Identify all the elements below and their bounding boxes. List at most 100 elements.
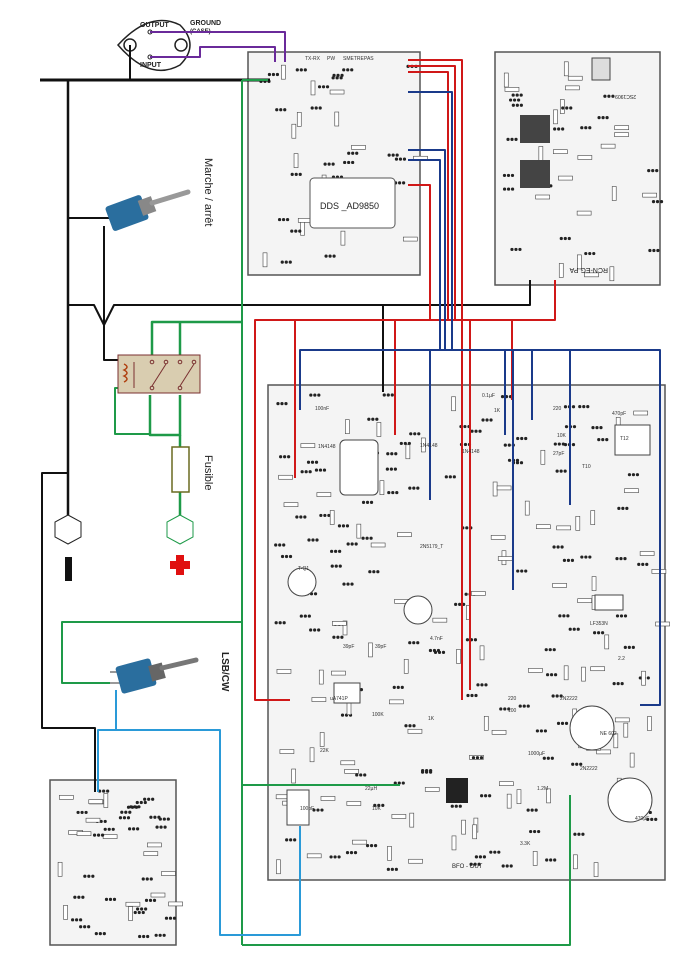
pad xyxy=(550,756,554,760)
pad xyxy=(591,425,595,430)
pad xyxy=(601,631,605,635)
resistor xyxy=(397,532,412,537)
pad xyxy=(77,895,81,899)
pad xyxy=(369,536,373,540)
pad xyxy=(277,217,282,222)
pad xyxy=(87,925,91,929)
hex-terminal-negative-icon[interactable] xyxy=(54,514,82,545)
resistor xyxy=(370,542,386,548)
pad xyxy=(96,833,101,837)
pad xyxy=(274,543,278,547)
pad xyxy=(342,582,346,586)
pad xyxy=(623,614,628,618)
pad xyxy=(555,694,559,698)
pad xyxy=(619,557,623,561)
part-label: 470µF xyxy=(635,816,649,822)
wire-dds-signal xyxy=(408,149,446,350)
pad xyxy=(274,621,278,625)
pad xyxy=(454,602,458,606)
part-label: 2N2222 xyxy=(560,696,578,702)
pad xyxy=(335,76,339,80)
pad xyxy=(295,68,299,72)
power-toggle-switch-icon[interactable] xyxy=(105,189,191,232)
resistor xyxy=(596,749,611,755)
resistor xyxy=(567,75,583,81)
pad xyxy=(478,429,482,433)
part-label: 10K xyxy=(557,433,567,439)
pad xyxy=(474,693,478,698)
pad xyxy=(580,555,584,559)
pad xyxy=(92,833,97,837)
pad xyxy=(102,789,106,793)
resistor xyxy=(483,715,489,731)
pad xyxy=(136,907,140,911)
part-label: 1.2M xyxy=(537,786,548,792)
pad xyxy=(647,169,651,173)
pad xyxy=(584,251,588,256)
pad xyxy=(502,187,507,191)
part-label: 100nF xyxy=(315,406,329,412)
pad xyxy=(394,452,398,456)
resistor xyxy=(540,449,546,465)
resistor xyxy=(535,194,550,200)
pad xyxy=(564,721,569,725)
resistor xyxy=(342,620,348,636)
pad xyxy=(351,151,355,155)
pad xyxy=(464,592,468,596)
hex-terminal-positive-icon[interactable] xyxy=(166,514,194,545)
pad xyxy=(138,934,142,939)
pad xyxy=(407,441,411,446)
pad xyxy=(315,538,319,542)
pad xyxy=(166,817,170,821)
pad xyxy=(648,248,652,253)
resistor xyxy=(451,835,457,851)
pad xyxy=(500,395,505,399)
mode-toggle-switch-icon[interactable] xyxy=(110,657,199,694)
pad xyxy=(556,721,561,725)
pad xyxy=(463,424,467,429)
pad xyxy=(80,810,84,815)
pad xyxy=(573,832,577,836)
pad xyxy=(412,641,416,645)
pad xyxy=(143,800,147,805)
pad xyxy=(620,682,624,686)
pad xyxy=(557,127,561,131)
resistor xyxy=(504,87,520,92)
pad xyxy=(578,405,582,409)
pad xyxy=(122,816,127,820)
pad xyxy=(330,549,334,553)
resistor xyxy=(532,851,538,866)
pad xyxy=(553,673,558,677)
pad xyxy=(140,907,144,911)
resistor xyxy=(402,236,418,242)
resistor xyxy=(641,670,646,686)
wire-relay-coil xyxy=(114,387,150,435)
pad xyxy=(149,877,153,881)
pad xyxy=(539,729,544,733)
pad xyxy=(287,455,291,459)
part-label: LF353N xyxy=(590,621,608,627)
resistor xyxy=(102,834,118,839)
resistor xyxy=(491,729,507,735)
pad xyxy=(601,116,605,120)
pad xyxy=(615,614,620,618)
pad xyxy=(390,867,394,871)
pad xyxy=(133,910,137,915)
pad xyxy=(367,417,371,421)
pad xyxy=(107,827,111,831)
pad xyxy=(112,897,117,901)
resistor xyxy=(168,901,183,907)
pad xyxy=(322,468,327,472)
pad xyxy=(510,137,514,141)
resistor xyxy=(103,793,109,808)
resistor xyxy=(387,846,392,861)
pad xyxy=(386,452,390,456)
pad xyxy=(553,442,557,446)
pad xyxy=(319,513,323,518)
ic-ua741 xyxy=(333,682,361,704)
fuse-label: Fusible xyxy=(202,455,214,490)
pad xyxy=(79,918,83,922)
pad xyxy=(303,68,307,72)
pad xyxy=(351,160,355,165)
pad xyxy=(311,538,315,542)
